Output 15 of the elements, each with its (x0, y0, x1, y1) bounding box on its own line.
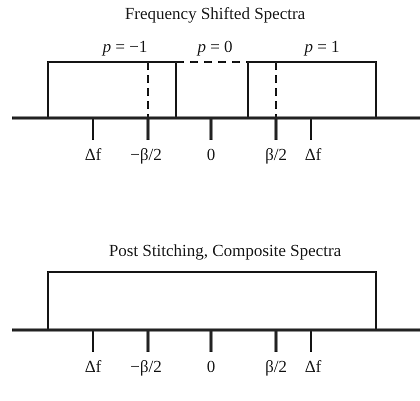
tick-label: −β/2 (130, 146, 162, 163)
tick-label: β/2 (265, 358, 287, 375)
order-label: p = 0 (197, 38, 233, 55)
tick-label: Δf (84, 358, 102, 375)
tick-label: −β/2 (130, 358, 162, 375)
tick-label: 0 (206, 358, 216, 375)
tick-label: Δf (304, 358, 322, 375)
panel-title: Frequency Shifted Spectra (124, 5, 306, 22)
tick-label: 0 (206, 146, 216, 163)
tick-label: β/2 (265, 146, 287, 163)
tick-label: Δf (84, 146, 102, 163)
panel-title: Post Stitching, Composite Spectra (108, 242, 342, 259)
tick-label: Δf (304, 146, 322, 163)
order-label: p = −1 (102, 38, 148, 55)
order-label: p = 1 (304, 38, 340, 55)
